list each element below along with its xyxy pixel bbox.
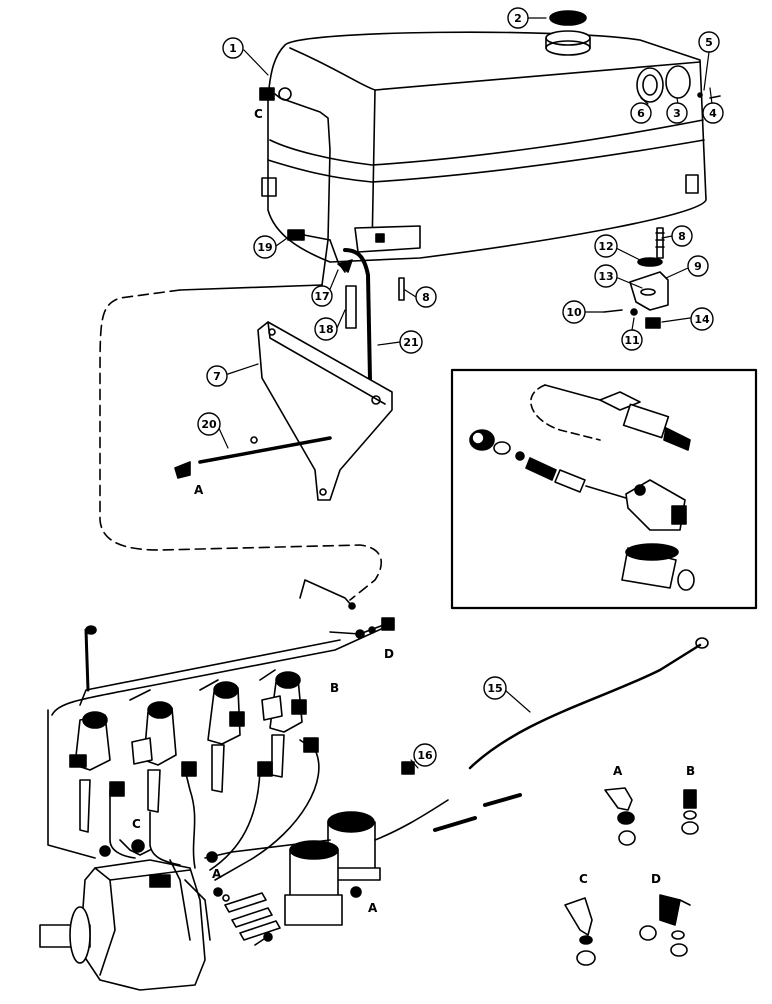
svg-text:16: 16 (417, 749, 433, 762)
callout-10: 10 (562, 300, 586, 324)
callout-19: 19 (253, 235, 277, 259)
svg-text:1: 1 (229, 42, 237, 55)
svg-text:18: 18 (318, 323, 333, 336)
callout-14: 14 (690, 307, 714, 331)
callout-16: 16 (413, 743, 437, 767)
callout-18: 18 (314, 317, 338, 341)
callout-15: 15 (483, 676, 507, 700)
callout-8-upper: 8 (671, 225, 693, 247)
callout-7: 7 (206, 365, 228, 387)
callout-2: 2 (507, 7, 529, 29)
letter-labels: C A D B C A A A B C D (132, 107, 695, 915)
injectors (69, 579, 395, 833)
callout-21: 21 (399, 330, 423, 354)
label-detail-b: B (686, 764, 695, 778)
svg-text:14: 14 (694, 313, 710, 326)
label-pump-a: A (212, 867, 222, 881)
svg-text:19: 19 (257, 241, 272, 254)
svg-text:17: 17 (314, 290, 329, 303)
callout-9: 9 (687, 255, 709, 277)
svg-text:2: 2 (514, 12, 522, 25)
svg-text:10: 10 (566, 306, 582, 319)
label-tank-c: C (254, 107, 263, 121)
fuel-filters (204, 799, 449, 926)
svg-text:4: 4 (709, 107, 717, 120)
callout-13: 13 (594, 264, 618, 288)
svg-text:20: 20 (201, 418, 217, 431)
svg-text:5: 5 (705, 36, 713, 49)
pump-injector-pipes (109, 737, 320, 881)
callout-12: 12 (594, 234, 618, 258)
label-detail-c: C (579, 872, 588, 886)
label-injector-b: B (330, 681, 339, 695)
tank-drain-fittings (287, 229, 353, 273)
svg-text:8: 8 (678, 230, 686, 243)
svg-text:15: 15 (487, 682, 502, 695)
label-bracket-a: A (194, 483, 204, 497)
callout-3: 3 (666, 102, 688, 124)
inset-detail (450, 368, 758, 610)
svg-text:6: 6 (637, 107, 645, 120)
svg-text:13: 13 (598, 270, 613, 283)
callout-bubbles: 1 2 3 4 5 6 7 8 8 9 10 11 12 13 14 15 16… (197, 7, 724, 767)
label-detail-d: D (651, 872, 661, 886)
mount-hardware (603, 227, 669, 329)
callout-6: 6 (630, 102, 652, 124)
bolt-set (213, 887, 281, 946)
label-filter-a: A (368, 901, 378, 915)
injection-pump (39, 839, 211, 991)
callout-4: 4 (702, 102, 724, 124)
svg-text:7: 7 (213, 370, 221, 383)
tank-cap (549, 10, 587, 26)
injector-lines (47, 624, 391, 859)
pins (345, 277, 405, 329)
svg-text:8: 8 (422, 291, 430, 304)
callout-11: 11 (621, 329, 643, 351)
callout-20: 20 (197, 412, 221, 436)
label-fitting-d: D (384, 647, 394, 661)
throttle-cable (401, 637, 709, 832)
svg-text:9: 9 (694, 260, 702, 273)
label-detail-a: A (613, 764, 623, 778)
callout-5: 5 (698, 31, 720, 53)
tank-bracket (257, 321, 393, 501)
callout-17: 17 (311, 285, 333, 307)
callout-1: 1 (222, 37, 244, 59)
drain-rod (174, 436, 332, 479)
detail-fittings (564, 787, 699, 966)
callout-8-lower: 8 (415, 286, 437, 308)
svg-text:11: 11 (624, 334, 639, 347)
fuel-tank (259, 30, 721, 263)
label-pump-c: C (132, 817, 141, 831)
svg-text:21: 21 (403, 336, 418, 349)
svg-text:12: 12 (598, 240, 613, 253)
svg-text:3: 3 (673, 107, 681, 120)
